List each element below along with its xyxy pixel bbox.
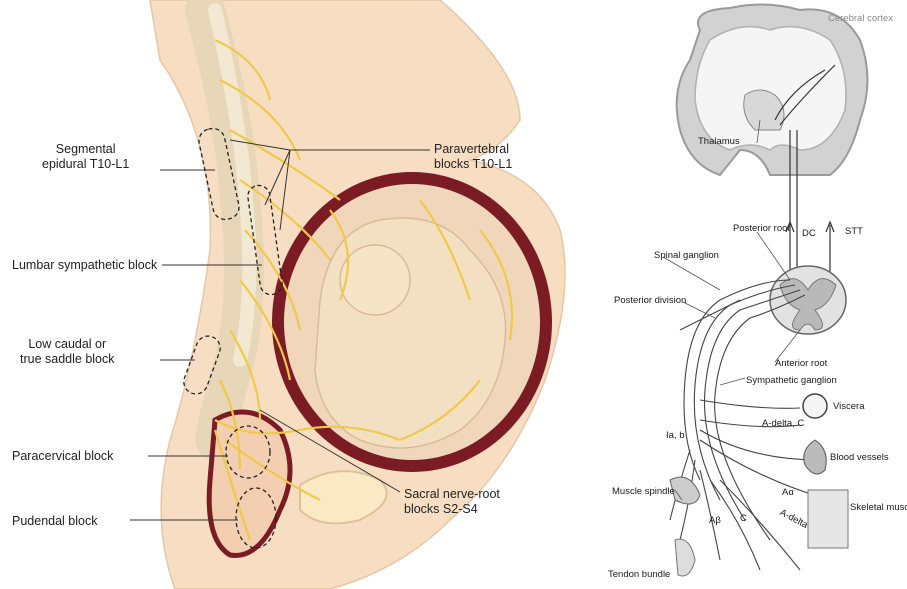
thalamus-label: Thalamus [698,136,740,147]
blood-vessels-label: Blood vessels [830,452,889,463]
viscera-organ [803,394,827,418]
c-fiber-label: C [740,513,747,524]
a-beta-label: Aβ [709,515,721,526]
spinal-ganglion-label: Spinal ganglion [654,250,719,261]
cerebral-cortex-label: Cerebral cortex [828,13,893,24]
posterior-division-label: Posterior division [614,295,686,306]
muscle-spindle-label: Muscle spindle [612,486,675,497]
skeletal-muscle-label: Skeletal muscl [850,502,907,513]
skeletal-muscle-block [808,490,848,548]
dc-label: DC [802,228,816,239]
posterior-root-label: Posterior root [733,223,790,234]
ia-b-label: Ia, b [666,430,685,441]
blood-vessel [804,440,827,474]
brain-inner [695,27,846,150]
stt-label: STT [845,226,863,237]
sympathetic-ganglion-label: Sympathetic ganglion [746,375,837,386]
viscera-label: Viscera [833,401,865,412]
tendon-bundle-shape [675,539,695,576]
a-alpha-label: Aα [782,487,794,498]
anterior-root-label: Anterior root [775,358,827,369]
tendon-bundle-label: Tendon bundle [608,569,670,580]
a-delta-c-label: A-delta, C [762,418,804,429]
